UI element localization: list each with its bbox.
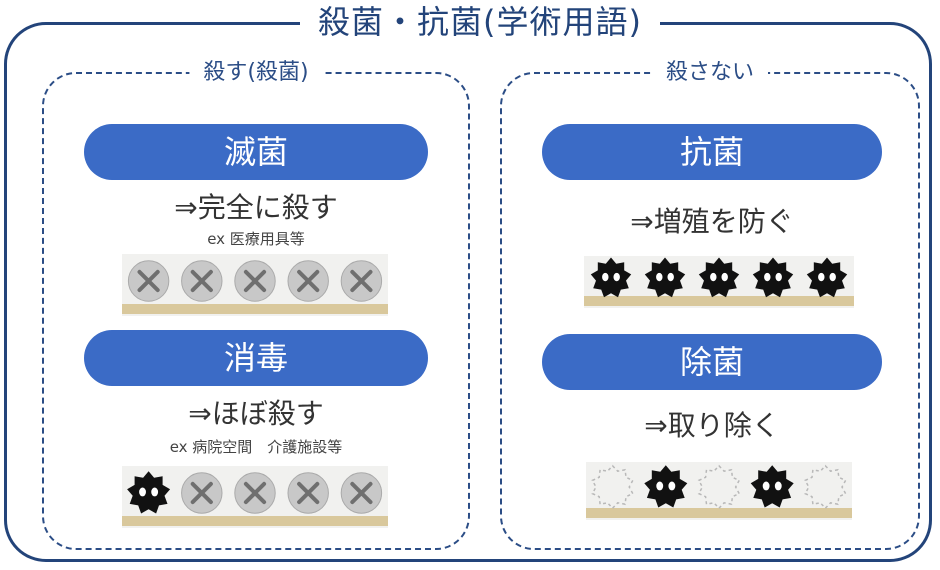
dead-bacterium-icon xyxy=(181,260,223,302)
antibacterial-pill: 抗菌 xyxy=(542,124,882,180)
removal-illustration xyxy=(586,462,852,520)
non-kill-group-title: 殺さない xyxy=(651,58,769,88)
disinfection-description: ⇒ほぼ殺す xyxy=(188,397,324,430)
main-title: 殺菌・抗菌(学術用語) xyxy=(300,0,660,44)
disinfection-example: ex 病院空間 介護施設等 xyxy=(169,438,343,456)
disinfection-illustration xyxy=(122,466,388,528)
alive-bacterium-icon xyxy=(590,257,632,298)
sterilization-pill: 滅菌 xyxy=(84,124,428,180)
alive-bacterium-icon xyxy=(644,465,688,508)
antibacterial-description: ⇒増殖を防ぐ xyxy=(630,205,794,238)
removal-pill: 除菌 xyxy=(542,334,882,390)
dead-bacterium-icon xyxy=(234,260,276,302)
sterilization-example: ex 医療用具等 xyxy=(207,230,305,248)
removed-bacterium-icon xyxy=(591,464,634,510)
dead-bacterium-icon xyxy=(287,260,329,302)
kill-group-title: 殺す(殺菌) xyxy=(189,58,323,88)
dead-bacterium-icon xyxy=(127,260,170,302)
sterilization-description: ⇒完全に殺す xyxy=(174,191,338,224)
dead-bacterium-icon xyxy=(287,472,329,514)
alive-bacterium-icon xyxy=(806,257,848,298)
kill-group: 殺す(殺菌) xyxy=(42,58,470,550)
alive-bacterium-icon xyxy=(698,257,740,298)
dead-bacterium-icon xyxy=(340,260,383,302)
surface-base xyxy=(586,508,852,518)
alive-bacterium-icon xyxy=(752,257,794,298)
alive-bacterium-icon xyxy=(750,465,794,508)
removed-bacterium-icon xyxy=(697,464,741,510)
removal-description: ⇒取り除く xyxy=(644,409,780,442)
alive-bacterium-icon xyxy=(644,257,686,298)
dead-bacterium-icon xyxy=(340,472,383,514)
surface-base xyxy=(122,516,388,526)
surface-base xyxy=(122,304,388,314)
surface-base xyxy=(584,296,854,306)
removed-bacterium-icon xyxy=(804,464,847,510)
dead-bacterium-icon xyxy=(181,472,223,514)
disinfection-pill: 消毒 xyxy=(84,330,428,386)
dead-bacterium-icon xyxy=(234,472,276,514)
alive-bacterium-icon xyxy=(127,471,171,514)
non-kill-group: 殺さない xyxy=(500,58,920,550)
sterilization-illustration xyxy=(122,254,388,316)
antibacterial-illustration xyxy=(584,256,854,308)
